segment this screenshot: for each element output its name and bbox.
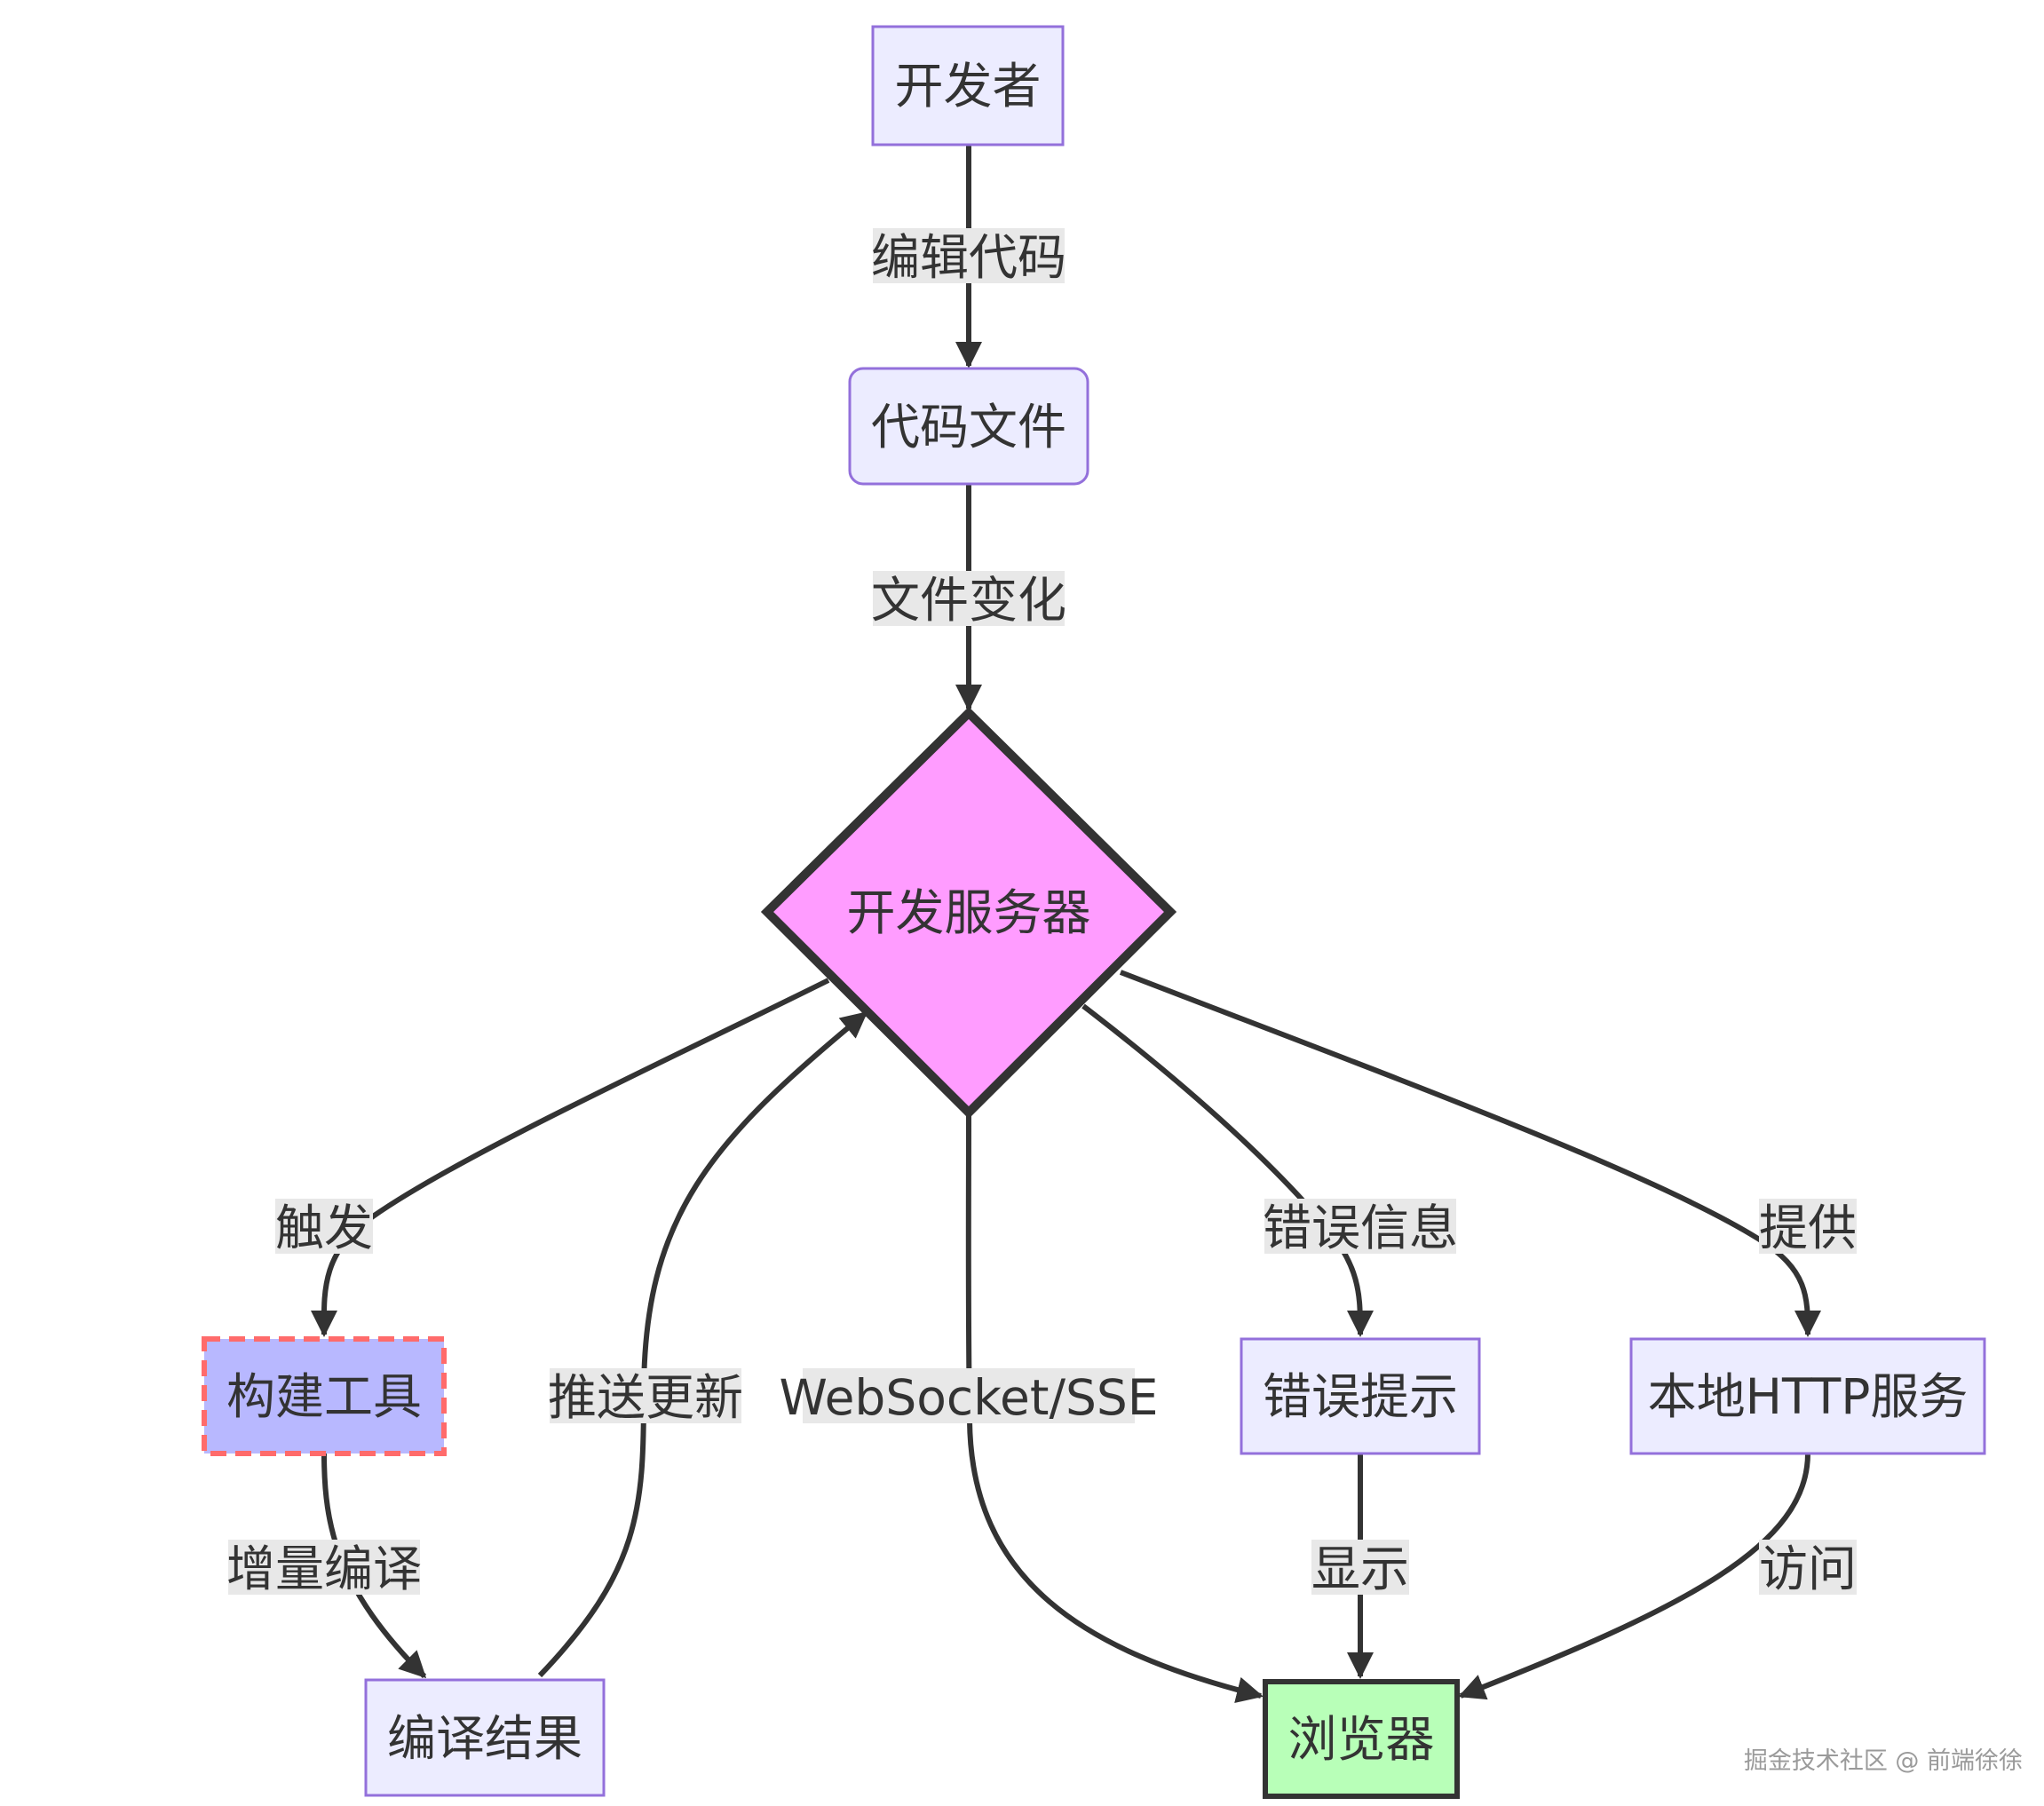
node-browser-label: 浏览器 <box>1287 1711 1434 1768</box>
edge-label-show: 显示 <box>1311 1541 1409 1597</box>
edge-label-file-change: 文件变化 <box>871 572 1066 629</box>
edge-label-websocket-sse: WebSocket/SSE <box>779 1369 1158 1426</box>
edge-label-push-update: 推送更新 <box>548 1369 743 1426</box>
edge-labels: 编辑代码 文件变化 触发 增量编译 推送更新 WebSocket/SSE 错误信… <box>226 228 1857 1597</box>
node-build-tool[interactable]: 构建工具 <box>202 1336 447 1456</box>
edge-label-incremental-compile: 增量编译 <box>226 1541 422 1597</box>
node-developer-label: 开发者 <box>894 58 1041 115</box>
node-code-files-label: 代码文件 <box>871 399 1066 455</box>
node-browser[interactable]: 浏览器 <box>1263 1679 1460 1799</box>
edge-label-provide: 提供 <box>1759 1200 1857 1256</box>
node-error-hint[interactable]: 错误提示 <box>1240 1337 1481 1455</box>
edge-dev-server-to-local-http <box>1119 970 1821 1337</box>
edge-compile-result-to-dev-server <box>537 1010 868 1678</box>
node-local-http[interactable]: 本地HTTP服务 <box>1629 1337 1986 1455</box>
node-dev-server-label: 开发服务器 <box>846 884 1090 941</box>
edge-label-trigger: 触发 <box>275 1200 373 1256</box>
nodes: 开发者 代码文件 开发服务器 构建工具 编译结果 错误提示 <box>202 25 1986 1799</box>
watermark-text: 掘金技术社区 @ 前端徐徐 <box>1743 1747 2023 1775</box>
edge-dev-server-to-build-tool <box>310 978 830 1337</box>
edge-label-error-info: 错误信息 <box>1263 1200 1458 1256</box>
node-compile-result-label: 编译结果 <box>387 1710 582 1767</box>
edge-label-edit-code: 编辑代码 <box>871 229 1066 286</box>
node-compile-result[interactable]: 编译结果 <box>364 1678 606 1797</box>
edge-label-visit: 访问 <box>1759 1541 1857 1597</box>
edge-dev-server-to-error-hint <box>1081 1003 1374 1337</box>
node-local-http-label: 本地HTTP服务 <box>1648 1368 1969 1425</box>
node-error-hint-label: 错误提示 <box>1263 1368 1458 1425</box>
node-developer[interactable]: 开发者 <box>871 25 1065 147</box>
node-dev-server[interactable]: 开发服务器 <box>760 706 1177 1120</box>
edge-dev-server-to-browser <box>965 1115 1264 1703</box>
edge-local-http-to-browser <box>1458 1453 1810 1700</box>
node-build-tool-label: 构建工具 <box>226 1368 422 1425</box>
node-code-files[interactable]: 代码文件 <box>848 367 1089 486</box>
